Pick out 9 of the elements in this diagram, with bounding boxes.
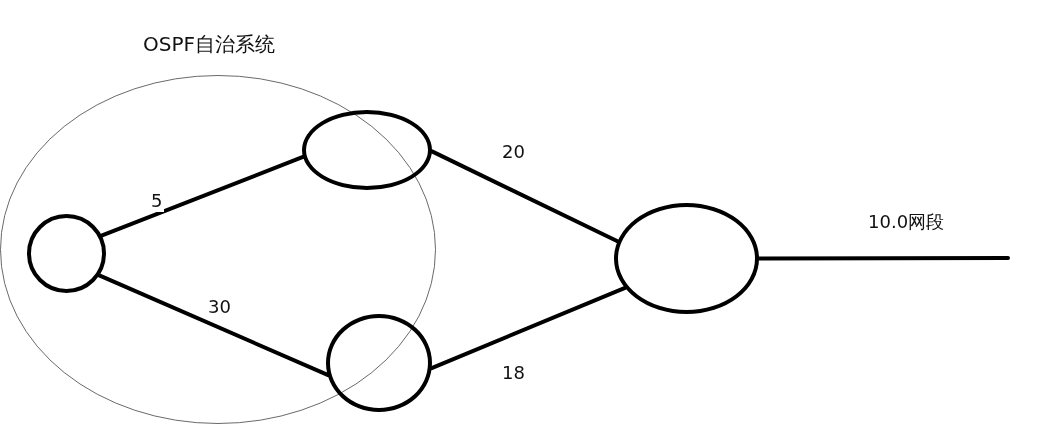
link-line [96, 273, 330, 377]
ellipse-node [614, 203, 759, 314]
link-line [99, 154, 305, 238]
circle-node [26, 213, 106, 293]
link-line [429, 285, 627, 371]
link-line [430, 149, 620, 244]
area-title: OSPF自治系统 [143, 32, 275, 56]
link-line [757, 256, 1010, 261]
edge-label: 10.0网段 [866, 211, 947, 233]
